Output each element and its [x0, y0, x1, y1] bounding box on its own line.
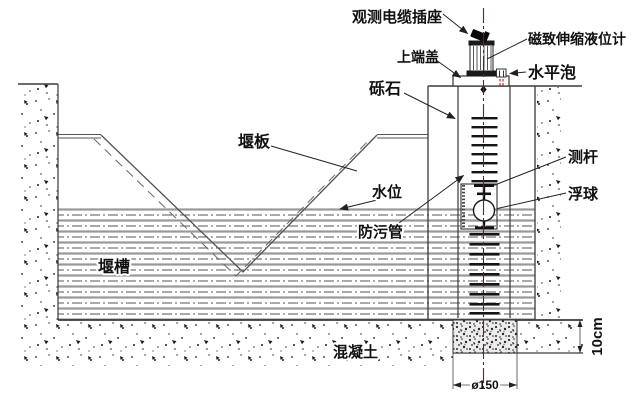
right-wall-concrete: [537, 87, 561, 318]
labels: 观测电缆插座 磁致伸缩液位计 上端盖 水平泡 砾石 堰板 水位 测杆 浮球 防污…: [96, 8, 626, 363]
label-float-ball: 浮球: [568, 185, 599, 203]
label-weir-plate: 堰板: [238, 132, 271, 151]
label-weir-channel: 堰槽: [98, 257, 130, 276]
concrete-texture: [18, 84, 583, 366]
leader-float-ball: [497, 192, 567, 209]
left-wall-concrete: [18, 84, 58, 320]
leader-cable-socket: [442, 13, 469, 35]
sensor-head: [452, 29, 510, 94]
leader-top-cap: [435, 59, 462, 79]
level-bubble-vial: [496, 68, 507, 86]
label-anti-fouling-pipe: 防污管: [358, 223, 403, 241]
leader-anti-fouling-pipe: [398, 174, 465, 224]
label-concrete: 混凝土: [333, 343, 378, 361]
label-cable-socket: 观测电缆插座: [352, 8, 442, 26]
base-height-text: 10cm: [589, 317, 606, 355]
leader-gravel: [403, 92, 456, 119]
label-gravel: 砾石: [369, 79, 401, 98]
measuring-rod-shape: [477, 192, 491, 196]
leader-measuring-rod: [490, 156, 567, 187]
label-water-level: 水位: [372, 183, 402, 201]
casing-and-pipe: [427, 85, 582, 320]
gravel-base: [452, 319, 518, 354]
leader-level-bubble: [509, 69, 527, 77]
leader-water-level: [339, 199, 378, 211]
cable-connector: [470, 29, 490, 43]
leader-weir-plate: [270, 145, 358, 172]
label-measuring-rod: 测杆: [568, 148, 598, 166]
label-top-cap: 上端盖: [397, 49, 439, 65]
bottom-concrete-right: [517, 320, 583, 353]
water-region: [58, 208, 535, 320]
bottom-concrete: [18, 320, 453, 366]
dimension-base-height: 10cm: [577, 315, 608, 358]
weir-plate-shape: [58, 133, 428, 277]
leader-level-gauge: [486, 38, 528, 60]
rod-graduations: [469, 117, 500, 315]
label-level-gauge: 磁致伸缩液位计: [528, 31, 626, 47]
pipe-diameter-text: ø150: [471, 378, 499, 392]
dimension-pipe-diameter: ø150: [452, 353, 518, 394]
label-level-bubble: 水平泡: [528, 63, 576, 82]
leader-lines: [270, 13, 567, 224]
